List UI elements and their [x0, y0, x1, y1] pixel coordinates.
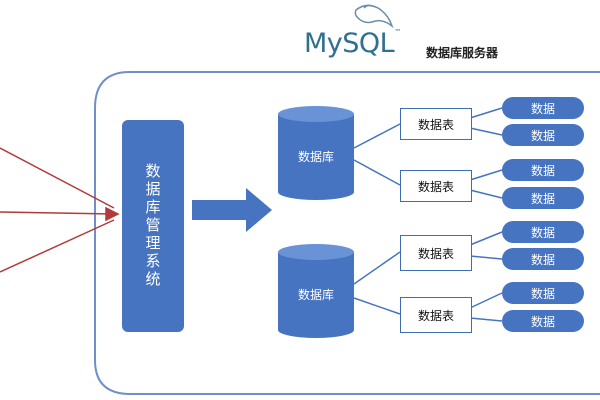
- database-cylinder-1: [278, 106, 354, 200]
- client-connection-arrows: [0, 147, 120, 273]
- data-pill-6: 数据: [502, 248, 584, 270]
- db-table-connectors: [353, 123, 401, 315]
- data-pill-7: 数据: [502, 282, 584, 304]
- table-box-4: 数据表: [400, 297, 472, 333]
- data-pill-5: 数据: [502, 221, 584, 243]
- data-pill-8: 数据: [502, 310, 584, 332]
- logo-my: My: [304, 28, 343, 59]
- database-label-2: 数据库: [297, 288, 334, 302]
- dbms-label: 数据库管理系统: [143, 163, 162, 289]
- data-pill-4: 数据: [502, 187, 584, 209]
- database-label-1: 数据库: [297, 150, 334, 164]
- data-pill-1: 数据: [502, 97, 584, 119]
- dbms-block: [122, 120, 184, 332]
- table-box-1: 数据表: [400, 108, 472, 140]
- server-container: [94, 71, 600, 395]
- data-pill-2: 数据: [502, 124, 584, 146]
- data-pill-3: 数据: [502, 159, 584, 181]
- logo-tm: ™: [394, 28, 401, 36]
- dbms-to-database-arrow: [192, 188, 272, 232]
- database-cylinder-2: [278, 244, 354, 338]
- table-box-3: 数据表: [400, 235, 472, 271]
- mysql-dolphin-icon: [354, 4, 394, 29]
- mysql-logo: MySQL™: [304, 28, 401, 59]
- diagram-caption: 数据库服务器: [426, 46, 499, 60]
- logo-sql: SQL: [342, 28, 395, 59]
- table-box-2: 数据表: [400, 170, 472, 202]
- table-data-connectors: [469, 107, 503, 322]
